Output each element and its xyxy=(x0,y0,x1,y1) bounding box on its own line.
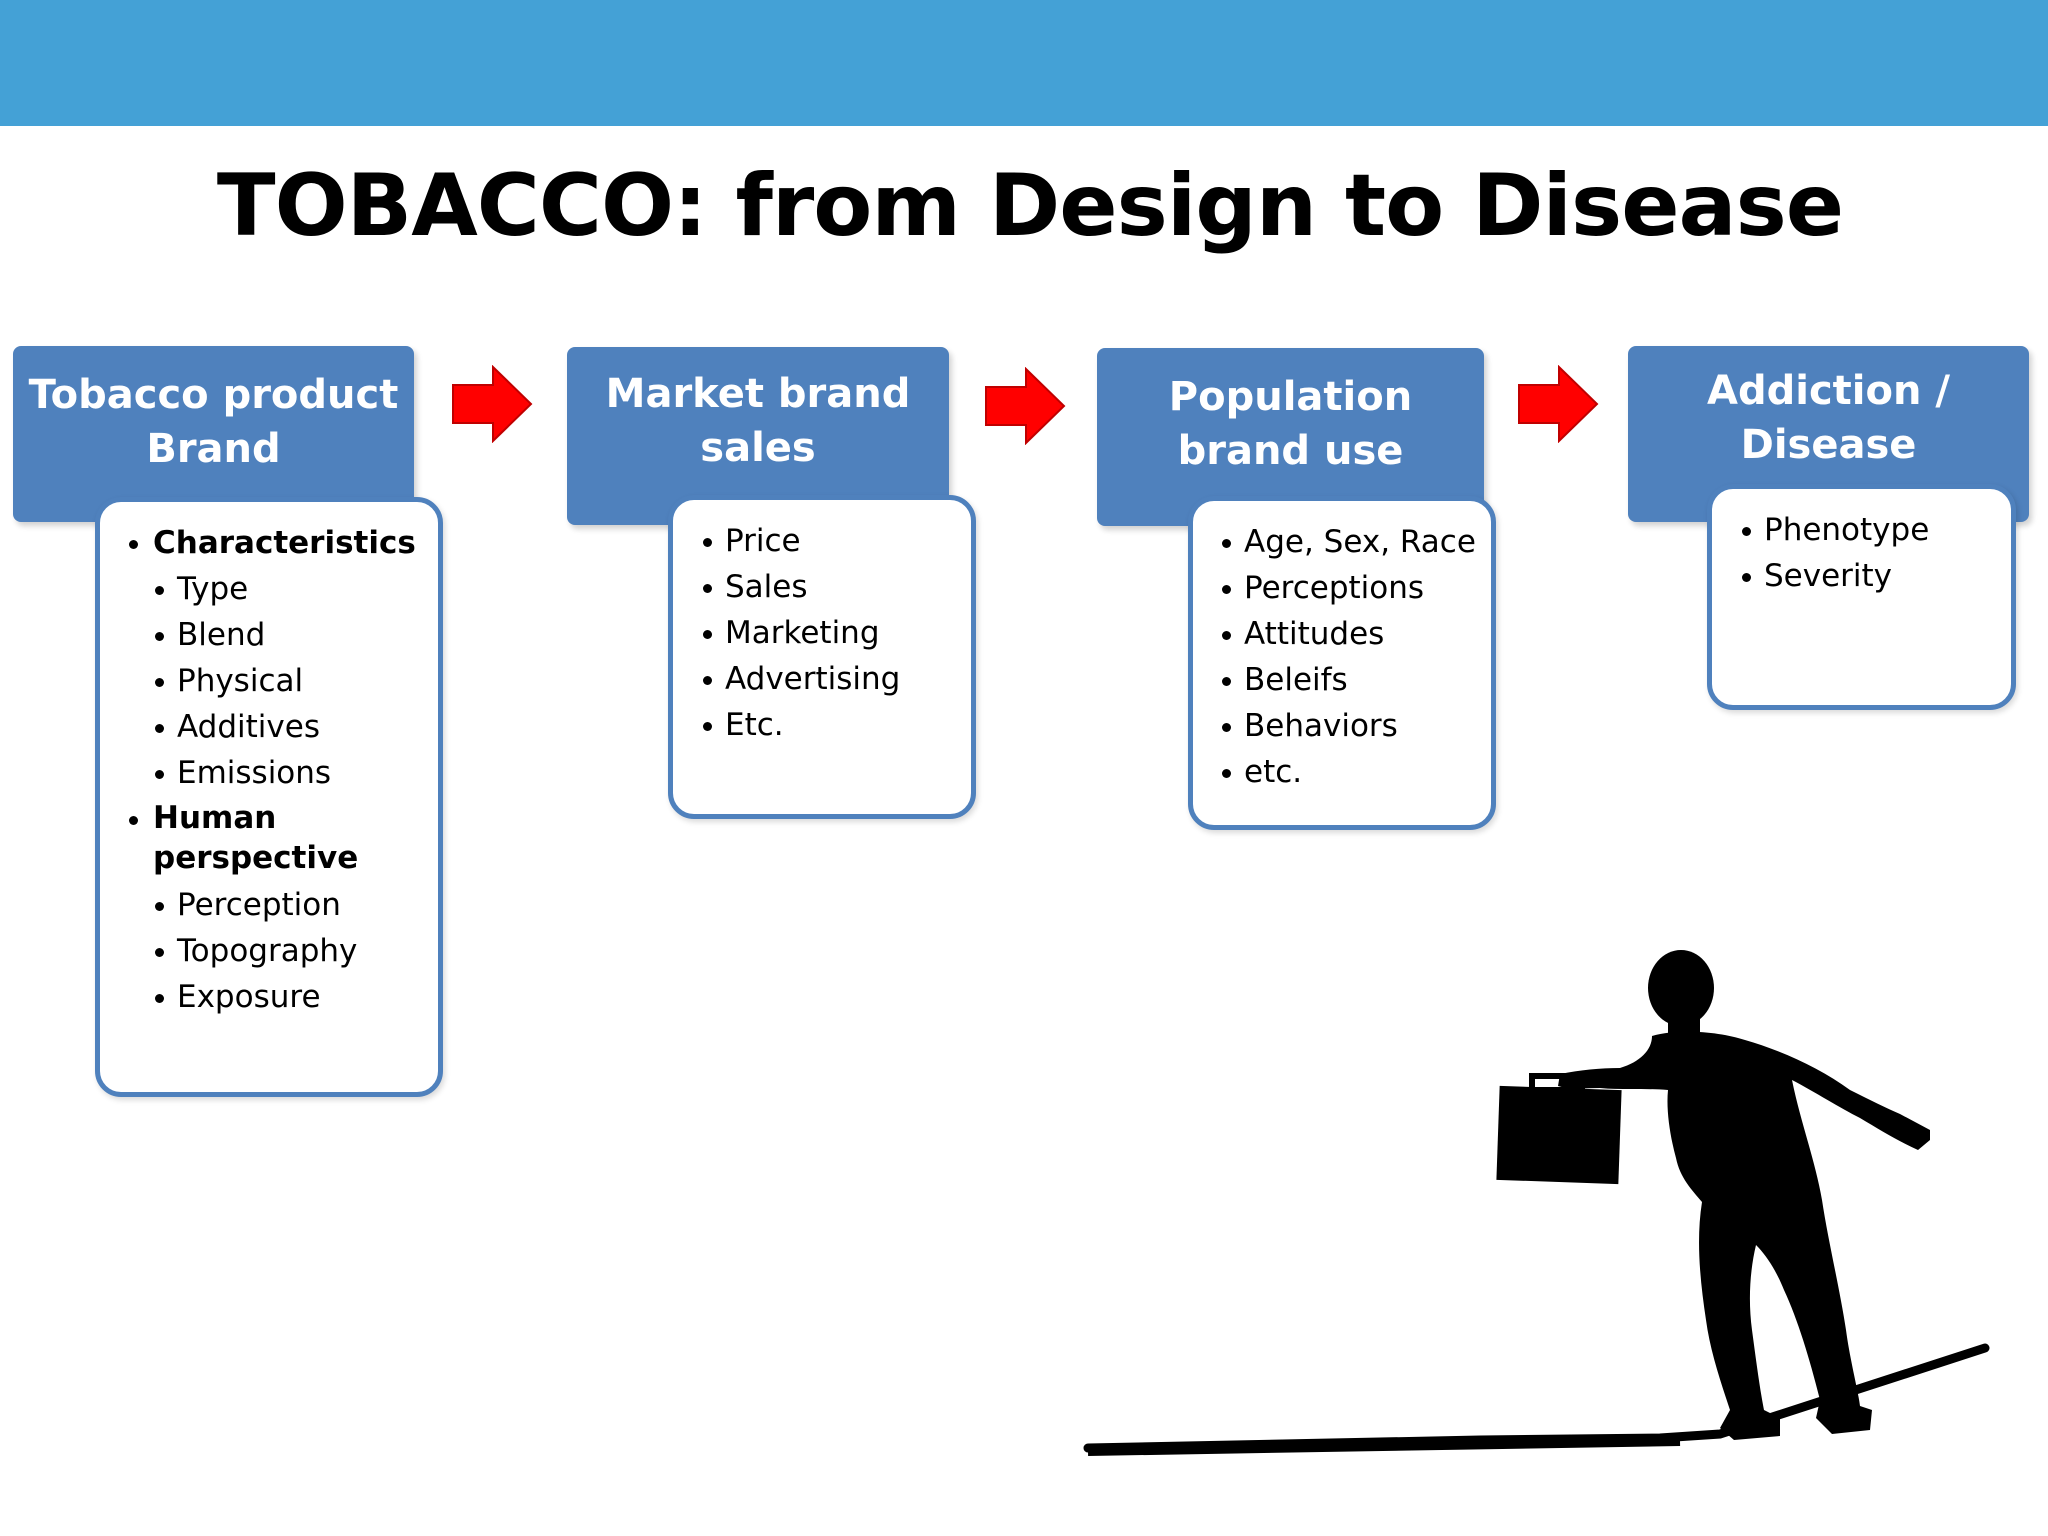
list-item: Characteristics xyxy=(127,520,416,566)
list-item: Emissions xyxy=(153,750,416,796)
list-item: Behaviors xyxy=(1220,703,1476,749)
list-item: Advertising xyxy=(701,656,900,702)
list-item: Physical xyxy=(153,658,416,704)
stage-1-header: Tobacco product Brand xyxy=(13,346,414,522)
list-item: Additives xyxy=(153,704,416,750)
stage-3-detail-box: Age, Sex, Race Perceptions Attitudes Bel… xyxy=(1188,496,1496,830)
stage-3-header-line-2: brand use xyxy=(1177,428,1404,474)
list-item: Sales xyxy=(701,564,900,610)
stage-1-detail-box: Characteristics Type Blend Physical Addi… xyxy=(95,497,443,1097)
stage-1-detail-list: Characteristics Type Blend Physical Addi… xyxy=(127,520,416,1020)
list-item: Exposure xyxy=(153,974,416,1020)
list-item: Human perspective xyxy=(127,796,358,882)
list-item: Etc. xyxy=(701,702,900,748)
stage-2-header-line-2: sales xyxy=(700,425,816,471)
list-item: Age, Sex, Race xyxy=(1220,519,1476,565)
stage-2-detail-box: Price Sales Marketing Advertising Etc. xyxy=(668,495,976,819)
list-item: Type xyxy=(153,566,416,612)
stage-3-detail-list: Age, Sex, Race Perceptions Attitudes Bel… xyxy=(1220,519,1476,795)
right-arrow-icon xyxy=(985,367,1066,445)
stage-4-header-line-2: Disease xyxy=(1740,422,1917,468)
stage-4-detail-list: Phenotype Severity xyxy=(1740,507,1929,599)
stage-1-header-line-1: Tobacco product xyxy=(28,372,399,418)
list-item: Perception xyxy=(153,882,416,928)
stage-2-header-line-1: Market brand xyxy=(605,371,911,417)
stage-3-header-line-1: Population xyxy=(1168,374,1413,420)
list-item: Blend xyxy=(153,612,416,658)
stage-4-detail-box: Phenotype Severity xyxy=(1707,484,2016,710)
stage-4-header: Addiction / Disease xyxy=(1628,346,2029,522)
slide-title: TOBACCO: from Design to Disease xyxy=(216,156,1844,256)
right-arrow-icon xyxy=(1518,365,1599,443)
right-arrow-icon xyxy=(452,365,533,443)
list-item: Topography xyxy=(153,928,416,974)
list-item: Beleifs xyxy=(1220,657,1476,703)
top-accent-bar xyxy=(0,0,2048,126)
list-item: Perceptions xyxy=(1220,565,1476,611)
stage-1-header-line-2: Brand xyxy=(146,426,281,472)
list-item: Severity xyxy=(1740,553,1929,599)
tightrope-walker-silhouette-icon xyxy=(1083,950,1990,1456)
list-item: Phenotype xyxy=(1740,507,1929,553)
list-item: Marketing xyxy=(701,610,900,656)
list-item: Price xyxy=(701,518,900,564)
list-item: Attitudes xyxy=(1220,611,1476,657)
stage-4-header-line-1: Addiction / xyxy=(1707,368,1950,414)
list-item: etc. xyxy=(1220,749,1476,795)
stage-2-detail-list: Price Sales Marketing Advertising Etc. xyxy=(701,518,900,748)
